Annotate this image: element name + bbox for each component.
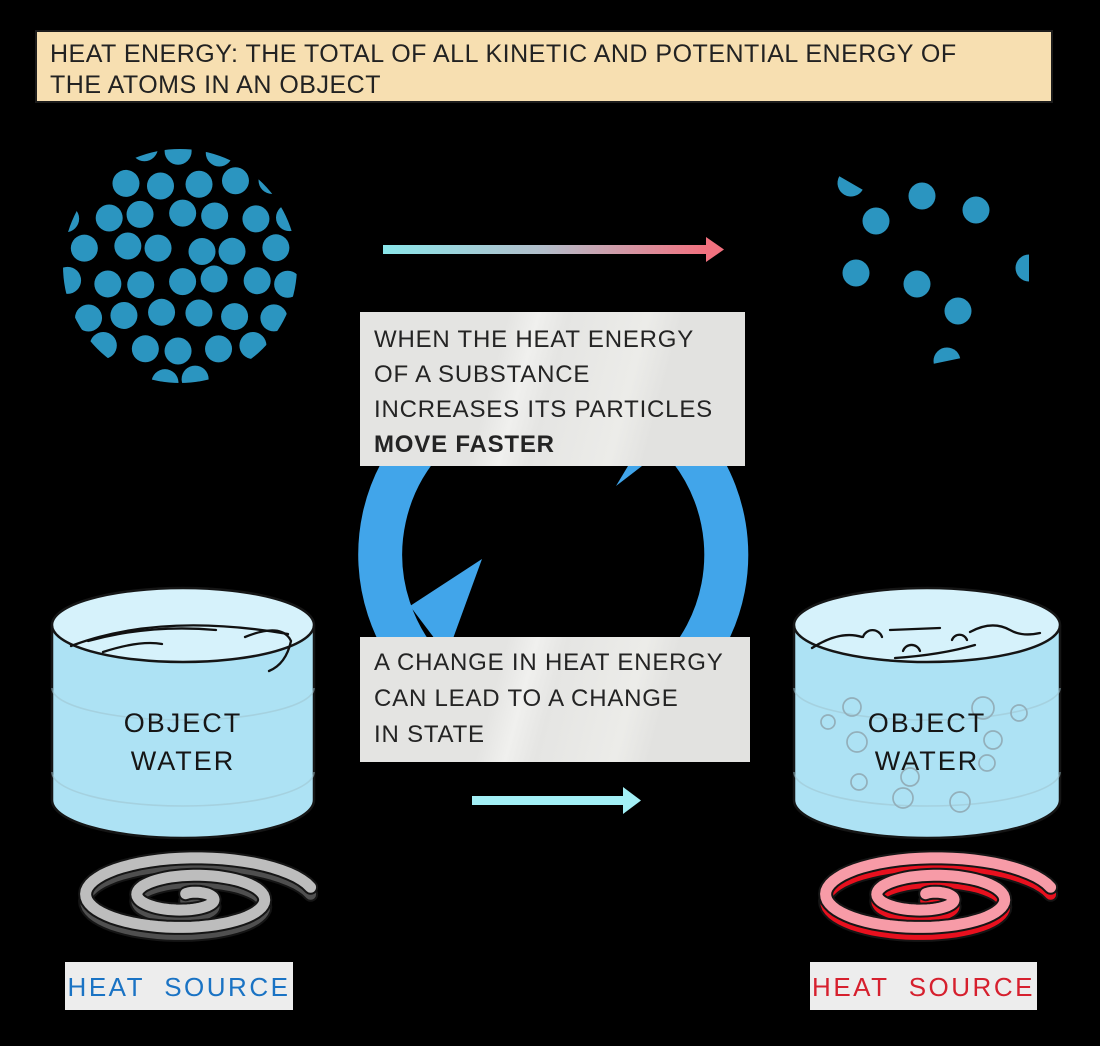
- beaker-right-label: OBJECT WATER: [807, 704, 1047, 780]
- beaker-label-line: OBJECT: [123, 708, 243, 738]
- beaker-right: [792, 586, 1062, 840]
- infobox-particles-move-faster: WHEN THE HEAT ENERGY OF A SUBSTANCE INCR…: [360, 312, 745, 466]
- beaker-left: [50, 586, 316, 840]
- title-line-1: HEAT ENERGY: THE TOTAL OF ALL KINETIC AN…: [50, 40, 957, 68]
- beaker-left-label: OBJECT WATER: [63, 704, 303, 780]
- infobox-line: IN STATE: [374, 721, 485, 748]
- heating-coil-hot: [818, 850, 1059, 942]
- infobox-line: WHEN THE HEAT ENERGY: [374, 326, 695, 353]
- heat-source-caption-right: HEAT SOURCE: [810, 962, 1037, 1010]
- heat-source-caption-left: HEAT SOURCE: [65, 962, 293, 1010]
- beaker-label-line: WATER: [130, 746, 236, 776]
- state-change-arrow: [472, 787, 641, 814]
- water-surface-lines: [69, 624, 293, 673]
- infobox-line: OF A SUBSTANCE: [374, 361, 591, 388]
- beaker-label-line: WATER: [874, 746, 980, 776]
- infobox-line: INCREASES ITS PARTICLES: [374, 396, 713, 423]
- infobox-line-bold: MOVE FASTER: [374, 431, 555, 458]
- title-banner: HEAT ENERGY: THE TOTAL OF ALL KINETIC AN…: [35, 30, 1053, 103]
- infobox-line: A CHANGE IN HEAT ENERGY: [374, 649, 724, 676]
- heating-coil-off: [78, 850, 319, 942]
- infobox-line: CAN LEAD TO A CHANGE: [374, 685, 679, 712]
- beaker-label-line: OBJECT: [867, 708, 987, 738]
- boiling-surface-lines: [810, 624, 1042, 660]
- particle-cluster-cold: [63, 149, 297, 383]
- particle-cluster-heated: [837, 176, 1029, 364]
- heating-gradient-arrow: [383, 237, 724, 262]
- infobox-change-of-state: A CHANGE IN HEAT ENERGY CAN LEAD TO A CH…: [360, 637, 750, 762]
- title-line-2: THE ATOMS IN AN OBJECT: [50, 71, 381, 99]
- boiling-bubbles: [820, 696, 1028, 813]
